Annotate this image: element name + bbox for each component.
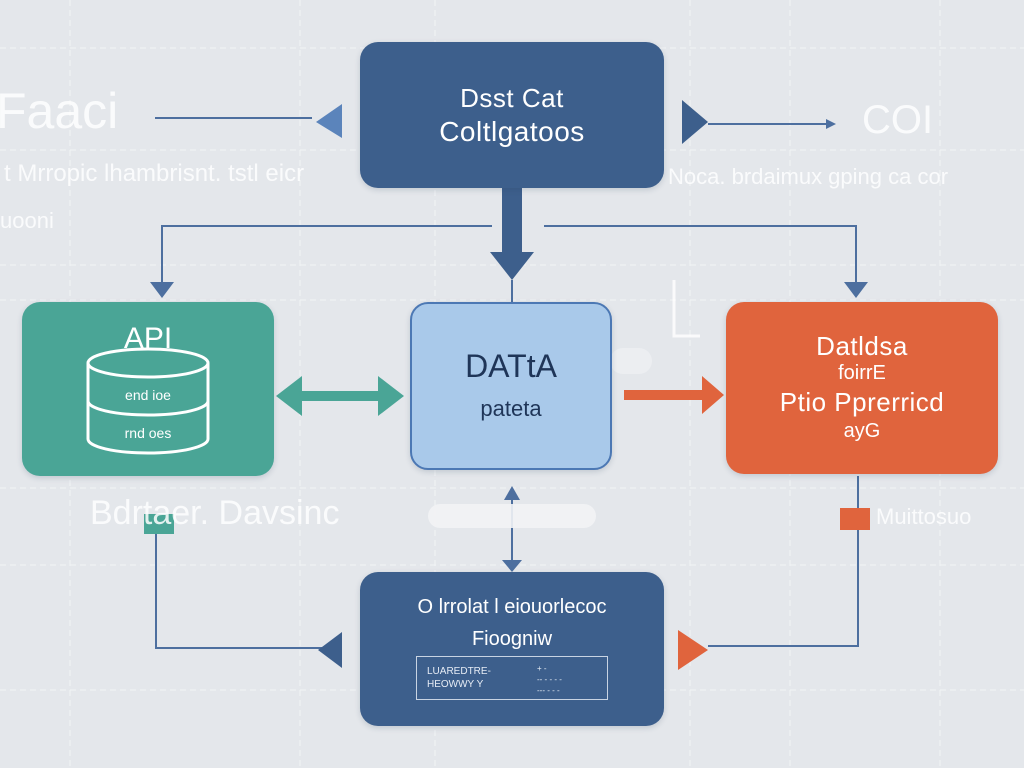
legend-right-2: -- - - - - <box>537 675 562 684</box>
db-label-bottom: rnd oes <box>124 425 172 441</box>
teal-marker-icon <box>144 514 174 534</box>
bg-title-right: COI <box>862 98 934 142</box>
bg-caption-left: t Mrropic lhambrisnt. tstl eicr <box>4 160 305 187</box>
node-api-title: API <box>123 322 173 355</box>
node-data[interactable]: DATtA pateta <box>410 302 612 470</box>
legend-table: LUAREDTRE- HEOWWY Y + - -- - - - - --- -… <box>416 656 608 700</box>
connector-top-down <box>502 188 522 254</box>
node-output[interactable]: O lrrolat l eiouorlecoc Fioogniw <box>360 572 664 726</box>
node-center-subtitle: pateta <box>480 396 542 421</box>
connector-right-bottom <box>708 476 859 647</box>
arrow-down-icon <box>490 252 534 280</box>
connector-branch-left <box>161 225 492 282</box>
orange-arrow-right-bottom-icon <box>678 630 708 670</box>
node-bottom-line1: O lrrolat l eiouorlecoc <box>417 596 607 618</box>
node-bottom-line2: Fioogniw <box>471 628 553 650</box>
legend-right-3: --- - - - <box>537 686 560 695</box>
legend-right-1: + - <box>537 664 547 673</box>
node-center-title: DATtA <box>465 348 557 384</box>
node-data-collection[interactable]: Dsst Cat Coltlgatoos <box>360 42 664 188</box>
orange-marker-icon <box>840 508 870 530</box>
node-top-line1: Dsst Cat <box>460 83 564 113</box>
bg-caption-left-2: uooni <box>0 208 54 233</box>
node-processing[interactable]: Datldsa foirrE Ptio Pprerricd ayG <box>726 302 998 474</box>
orange-arrow-right-icon <box>702 376 724 414</box>
bg-caption-right: Noca. brdaimux gping ca cor <box>668 164 949 189</box>
progress-pill <box>428 504 596 528</box>
node-right-line3: Ptio Pprerricd <box>779 387 945 417</box>
connector-branch-right <box>544 225 857 282</box>
node-right-line4: ayG <box>843 420 881 442</box>
arrow-left-icon <box>316 104 342 138</box>
bg-caption-bottom-right: Muittosuo <box>876 504 972 529</box>
bg-caption-bottom-left: Bdrtaer. Davsinc <box>90 494 340 532</box>
db-label-top: end ioe <box>125 387 171 403</box>
bg-title-left: Faaci <box>0 83 119 139</box>
node-top-line2: Coltlgatoos <box>439 116 585 147</box>
legend-row-1: LUAREDTRE- <box>427 666 491 677</box>
node-api[interactable]: API end ioe rnd oes <box>22 302 274 476</box>
double-arrow-right-icon <box>378 376 404 416</box>
arrow-left-bottom-icon <box>318 632 342 668</box>
arrow-right-icon <box>682 100 708 144</box>
node-right-line2: foirrE <box>838 362 886 384</box>
ghost-pill <box>610 348 652 374</box>
connector-data-right <box>624 390 708 400</box>
database-icon: end ioe rnd oes <box>83 345 213 457</box>
connector-api-bottom <box>155 518 336 649</box>
legend-row-2: HEOWWY Y <box>427 679 484 690</box>
double-arrow-left-icon <box>276 376 302 416</box>
node-right-line1: Datldsa <box>816 331 908 361</box>
